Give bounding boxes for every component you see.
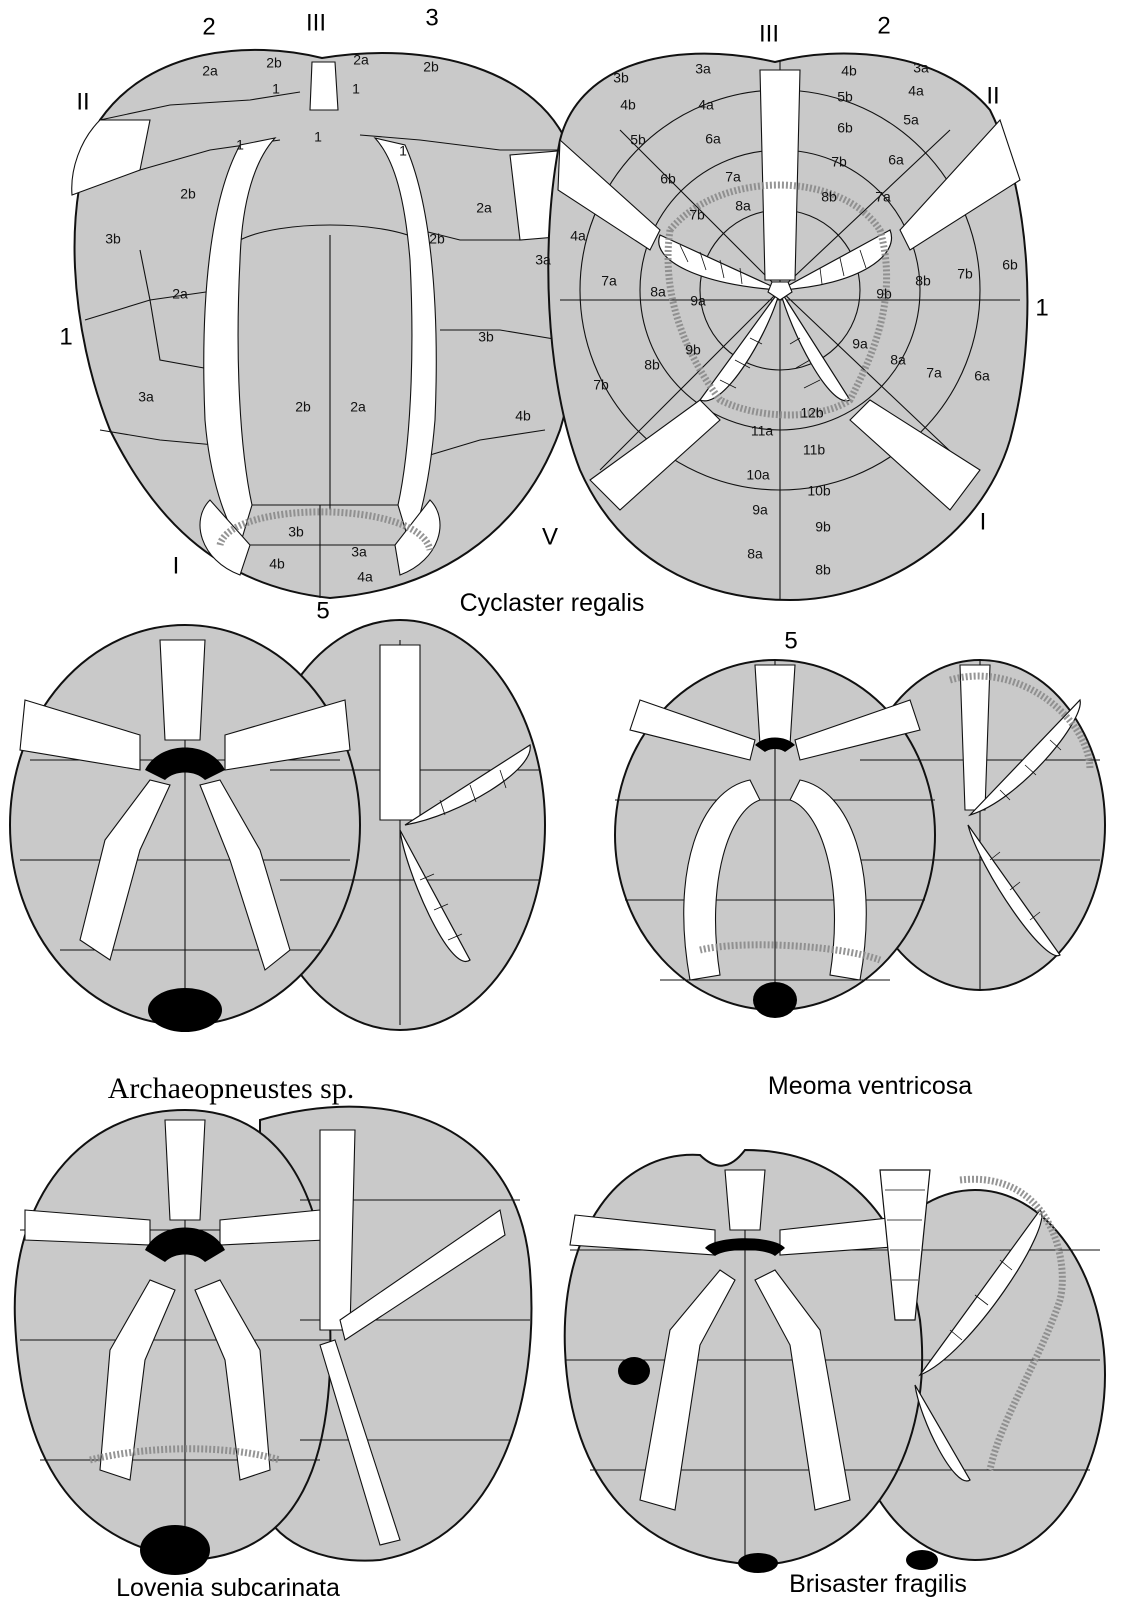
plate-label: 2b bbox=[180, 186, 196, 202]
plate-label: 1 bbox=[236, 137, 244, 153]
plate-label: 8b bbox=[815, 562, 831, 578]
plate-label: 4a bbox=[698, 97, 714, 113]
axis-label-II: II bbox=[76, 88, 89, 115]
plate-label: 2a bbox=[350, 399, 366, 415]
plate-label: 1 bbox=[314, 129, 322, 145]
lovenia-aboral-view bbox=[15, 1107, 532, 1575]
plate-label: 9b bbox=[876, 286, 892, 302]
plate-label: 5b bbox=[837, 89, 853, 105]
plate-label: 4b bbox=[515, 408, 531, 424]
plate-label: 11b bbox=[803, 442, 826, 458]
species-caption-archaeopneustes: Archaeopneustes sp. bbox=[108, 1072, 355, 1105]
plate-label: 12b bbox=[800, 405, 824, 421]
axis-label-III: III bbox=[759, 20, 779, 47]
plate-label: 9b bbox=[685, 342, 701, 358]
plate-label: 2a bbox=[202, 63, 218, 79]
plate-label: 4a bbox=[357, 569, 373, 585]
axis-label-V: V bbox=[542, 523, 558, 550]
plate-label: 4a bbox=[908, 83, 924, 99]
plate-label: 3b bbox=[105, 231, 121, 247]
brisaster-aboral-view bbox=[565, 1150, 1105, 1573]
axis-label-I: I bbox=[173, 552, 180, 579]
cyclaster-oral-view bbox=[548, 54, 1027, 600]
plate-label: 6a bbox=[705, 131, 721, 147]
plate-label: 5a bbox=[903, 112, 919, 128]
plate-label: 2a bbox=[476, 200, 492, 216]
plate-label: 7a bbox=[725, 169, 741, 185]
plate-label: 2b bbox=[429, 231, 445, 247]
plate-label: 3a bbox=[138, 389, 154, 405]
plate-label: 2a bbox=[353, 52, 369, 68]
meoma-aboral-view bbox=[615, 660, 1105, 1018]
axis-label-3: 3 bbox=[425, 4, 438, 31]
plate-label: 1 bbox=[352, 81, 360, 97]
axis-label-I: I bbox=[980, 508, 987, 535]
plate-label: 6b bbox=[837, 120, 853, 136]
axis-label-5: 5 bbox=[784, 627, 797, 654]
plate-label: 4b bbox=[269, 556, 285, 572]
plate-label: 8b bbox=[915, 273, 931, 289]
plate-label: 10b bbox=[807, 483, 831, 499]
axis-label-2: 2 bbox=[877, 12, 890, 39]
axis-label-1: 1 bbox=[59, 323, 72, 350]
plate-label: 3b bbox=[288, 524, 304, 540]
plate-label: 3b bbox=[613, 70, 629, 86]
plate-label: 2a bbox=[172, 286, 188, 302]
plate-label: 8b bbox=[821, 189, 837, 205]
plate-label: 8a bbox=[890, 352, 906, 368]
plate-label: 7b bbox=[957, 266, 973, 282]
plate-label: 4b bbox=[841, 63, 857, 79]
plate-label: 9a bbox=[690, 293, 706, 309]
plate-label: 3a bbox=[351, 544, 367, 560]
axis-label-III: III bbox=[306, 9, 326, 36]
species-caption-lovenia: Lovenia subcarinata bbox=[116, 1574, 340, 1602]
cyclaster-aboral-view bbox=[72, 50, 585, 598]
plate-label: 7b bbox=[689, 207, 705, 223]
plate-label: 7b bbox=[593, 377, 609, 393]
plate-label: 3a bbox=[535, 252, 551, 268]
plate-label: 8a bbox=[747, 546, 763, 562]
plate-label: 9a bbox=[852, 336, 868, 352]
plate-label: 8b bbox=[644, 357, 660, 373]
species-caption-cyclaster: Cyclaster regalis bbox=[460, 589, 645, 617]
axis-label-1: 1 bbox=[1035, 294, 1048, 321]
plate-label: 4a bbox=[570, 228, 586, 244]
plate-label: 8a bbox=[735, 198, 751, 214]
plate-label: 2b bbox=[266, 55, 282, 71]
axis-label-5: 5 bbox=[316, 597, 329, 624]
plate-label: 5b bbox=[630, 132, 646, 148]
plate-label: 6b bbox=[1002, 257, 1018, 273]
archaeopneustes-aboral-view bbox=[10, 620, 545, 1032]
species-caption-brisaster: Brisaster fragilis bbox=[789, 1570, 967, 1598]
plate-label: 3a bbox=[913, 60, 929, 76]
axis-label-2: 2 bbox=[202, 13, 215, 40]
plate-label: 8a bbox=[650, 284, 666, 300]
plate-label: 10a bbox=[746, 467, 770, 483]
plate-label: 3b bbox=[478, 329, 494, 345]
plate-label: 9a bbox=[752, 502, 768, 518]
plate-label: 1 bbox=[399, 143, 407, 159]
plate-label: 6a bbox=[974, 368, 990, 384]
plate-label: 6a bbox=[888, 152, 904, 168]
plate-label: 3a bbox=[695, 61, 711, 77]
plate-label: 7b bbox=[831, 154, 847, 170]
plate-label: 2b bbox=[295, 399, 311, 415]
plate-label: 1 bbox=[272, 81, 280, 97]
plate-label: 2b bbox=[423, 59, 439, 75]
plate-label: 6b bbox=[660, 171, 676, 187]
plate-label: 9b bbox=[815, 519, 831, 535]
plate-label: 7a bbox=[601, 273, 617, 289]
plate-label: 7a bbox=[926, 365, 942, 381]
plate-label: 11a bbox=[751, 423, 774, 439]
plate-label: 4b bbox=[620, 97, 636, 113]
species-caption-meoma: Meoma ventricosa bbox=[768, 1072, 972, 1100]
plate-label: 7a bbox=[875, 189, 891, 205]
axis-label-II: II bbox=[986, 82, 999, 109]
